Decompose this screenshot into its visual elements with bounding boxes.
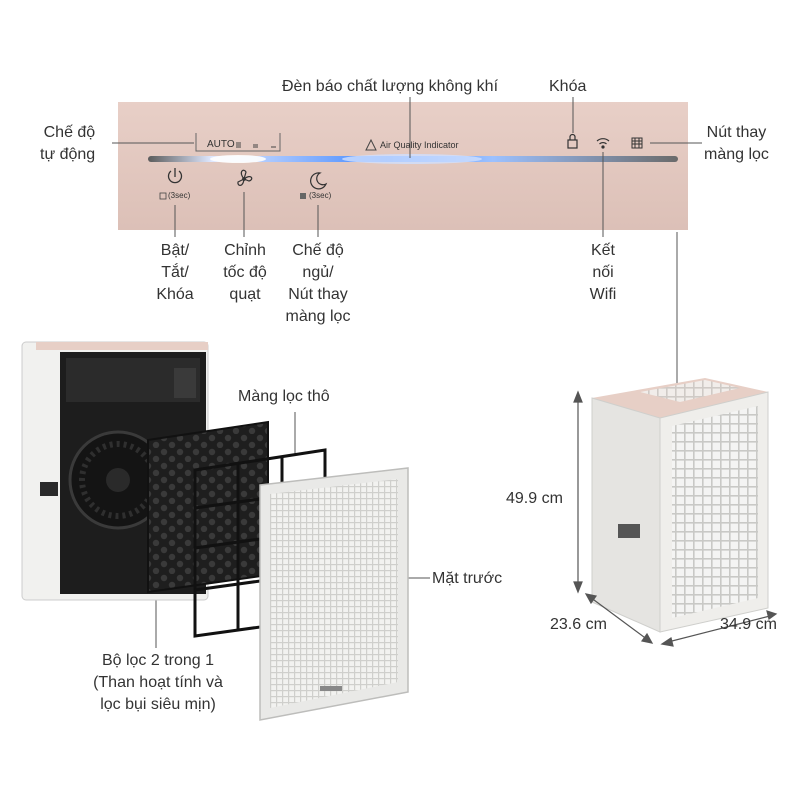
lock-icon	[567, 133, 578, 149]
height-dimension-label: 49.9 cm	[506, 490, 563, 507]
depth-dimension-label: 23.6 cm	[550, 616, 607, 633]
auto-mode-label: AUTO	[207, 139, 235, 150]
air-quality-icon	[365, 138, 377, 151]
filter-replace-icon	[631, 137, 643, 149]
coarse-filter-callout: Màng lọc thô	[238, 388, 330, 405]
auto-mode-callout: Chế độ tự động	[40, 124, 96, 163]
filter-replace-callout: Nút thay màng lọc	[704, 124, 769, 163]
power-icon	[167, 168, 183, 184]
sleep-hold-label: (3sec)	[309, 191, 332, 200]
filter-2in1-callout: Bộ lọc 2 trong 1 (Than hoạt tính và lọc …	[93, 652, 223, 713]
width-dimension-label: 34.9 cm	[720, 616, 777, 633]
wifi-icon	[596, 138, 610, 149]
fan-icon	[237, 169, 253, 186]
fan-level-icon	[236, 142, 276, 148]
small-lock-icon	[159, 192, 167, 200]
power-hold-label: (3sec)	[168, 191, 191, 200]
sleep-icon	[310, 172, 328, 190]
front-panel-image	[259, 467, 409, 721]
air-quality-indicator-label: Air Quality Indicator	[380, 140, 459, 150]
power-callout: Bật/ Tắt/ Khóa	[156, 242, 194, 303]
sleep-mode-callout: Chế độ ngủ/ Nút thay màng lọc	[285, 242, 351, 325]
fan-speed-callout: Chỉnh tốc độ quạt	[223, 242, 267, 303]
purifier-device-image	[591, 378, 769, 633]
front-panel-callout: Mặt trước	[432, 570, 503, 587]
small-filter-icon	[300, 193, 306, 199]
lock-label: Khóa	[549, 78, 587, 95]
air-quality-light-label: Đèn báo chất lượng không khí	[282, 78, 499, 95]
wifi-callout: Kết nối Wifi	[589, 242, 617, 303]
control-panel	[118, 102, 688, 230]
dimension-lines	[573, 390, 778, 647]
